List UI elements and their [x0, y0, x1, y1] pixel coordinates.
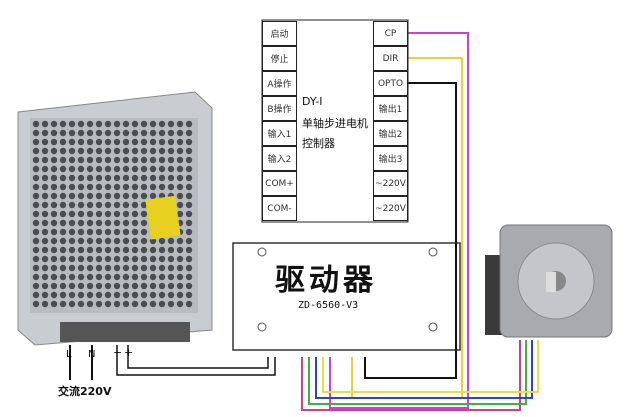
- terminal-left-3: B操作: [262, 96, 297, 121]
- terminal-n: N: [88, 349, 96, 360]
- driver-model: ZD-6560-V3: [298, 300, 359, 311]
- terminal-left-7: COM-: [262, 196, 297, 221]
- terminal-right-5: 输出3: [373, 146, 408, 171]
- controller-title: 单轴步进电机: [302, 117, 368, 130]
- terminal-right-4: 输出2: [373, 121, 408, 146]
- terminal-left-4: 输入1: [262, 121, 297, 146]
- power-supply: [17, 91, 213, 346]
- terminal-right-1: DIR: [373, 46, 408, 71]
- controller-model: DY-I: [302, 95, 323, 108]
- controller-title-2: 控制器: [302, 137, 335, 150]
- terminal-left-0: 启动: [262, 21, 297, 46]
- terminal-plus: +: [124, 346, 134, 359]
- driver-box: [232, 242, 461, 351]
- stepper-motor: [485, 224, 613, 338]
- ac-label: 交流220V: [58, 385, 112, 398]
- terminal-minus: −: [113, 346, 123, 359]
- terminal-right-2: OPTO: [373, 71, 408, 96]
- terminal-right-3: 输出1: [373, 96, 408, 121]
- terminal-left-2: A操作: [262, 71, 297, 96]
- terminal-left-1: 停止: [262, 46, 297, 71]
- terminal-l: L: [66, 349, 72, 360]
- terminal-right-7: ~220V: [373, 196, 408, 221]
- terminal-right-0: CP: [373, 21, 408, 46]
- terminal-right-6: ~220V: [373, 171, 408, 196]
- driver-logo: 驱动器: [275, 263, 377, 298]
- terminal-left-5: 输入2: [262, 146, 297, 171]
- terminal-left-6: COM+: [262, 171, 297, 196]
